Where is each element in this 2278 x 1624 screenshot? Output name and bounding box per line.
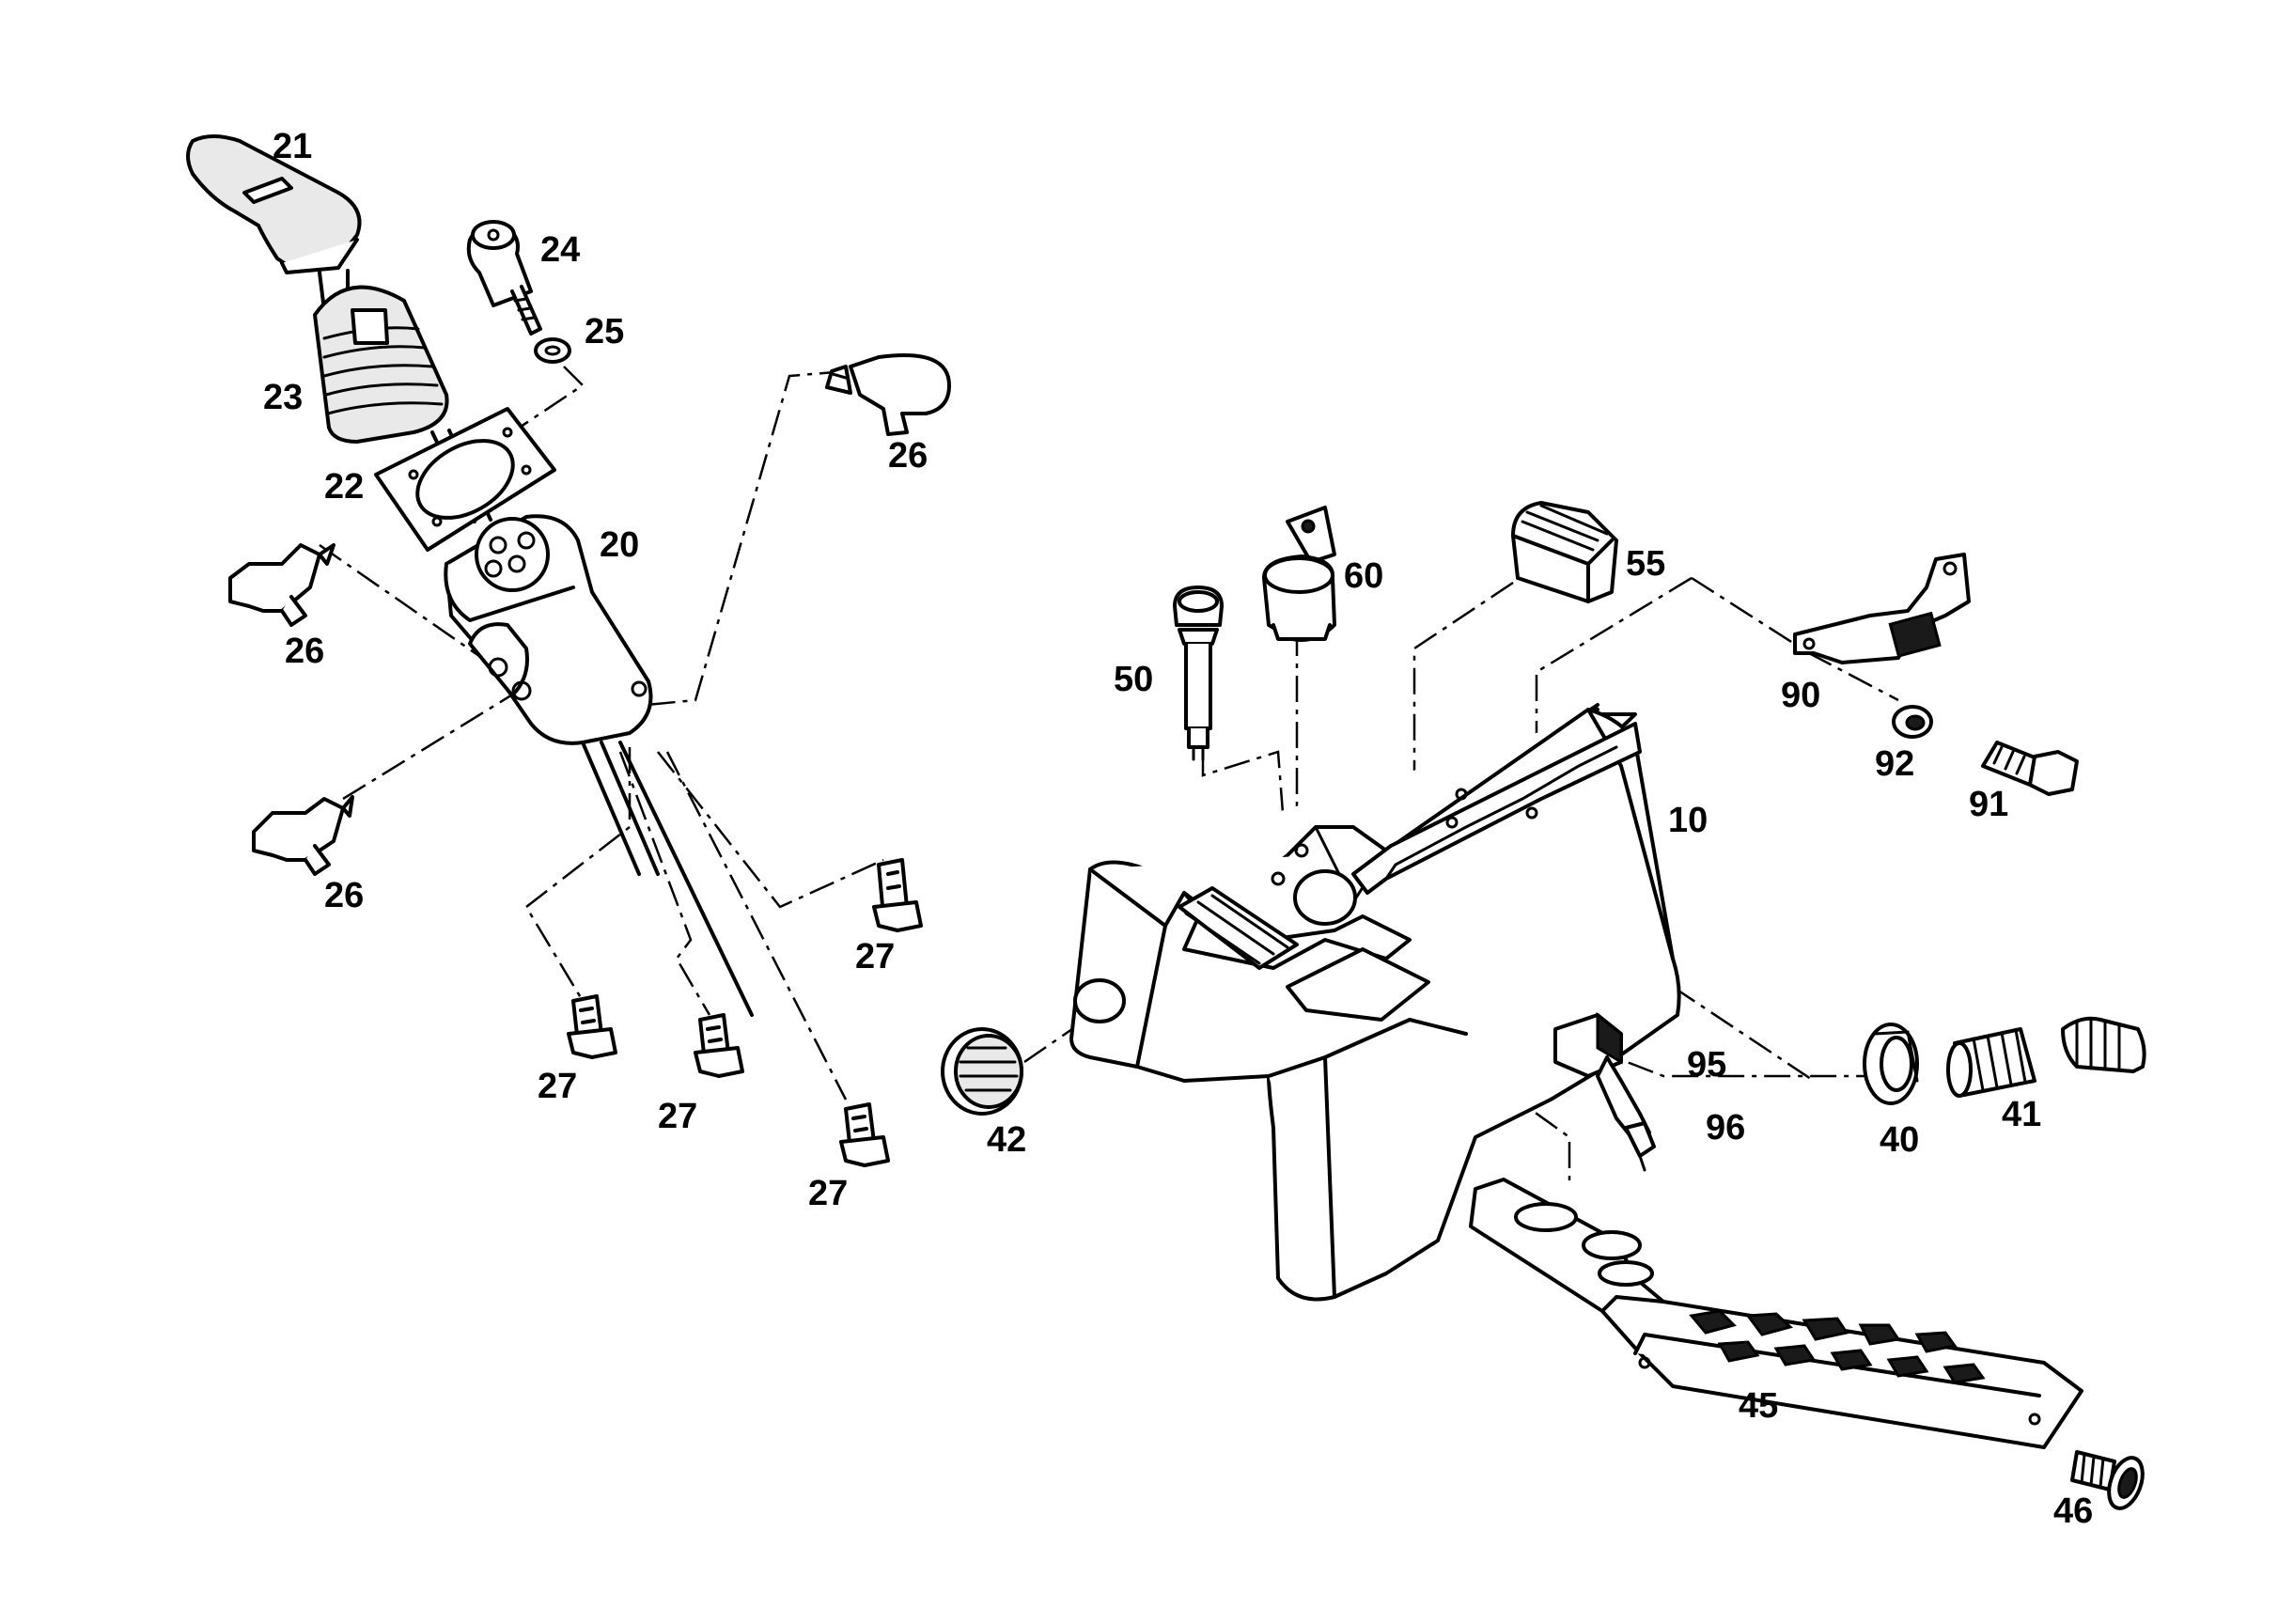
callout-92: 92: [1875, 744, 1914, 784]
callout-45: 45: [1739, 1386, 1778, 1426]
callout-42: 42: [987, 1120, 1026, 1160]
spring-sleeve-icon: [1946, 1027, 2036, 1098]
callout-25: 25: [585, 312, 624, 351]
rubber-boot-icon: [313, 269, 449, 444]
washer-icon: [534, 337, 571, 364]
relay-icon: [1511, 501, 1618, 603]
key-switch-icon: [1262, 506, 1336, 642]
callout-27: 27: [658, 1097, 697, 1136]
callout-26: 26: [888, 436, 928, 476]
callout-50: 50: [1114, 660, 1153, 699]
callout-60: 60: [1344, 556, 1383, 596]
joystick-grip-icon: [186, 134, 362, 274]
screw-icon: [2070, 1450, 2145, 1510]
straight-fitting-icon: [567, 994, 617, 1059]
valve-body-icon: [444, 514, 754, 1017]
callout-23: 23: [263, 378, 303, 417]
spring-icon: [2061, 1016, 2146, 1073]
cover-plate-icon: [1469, 1178, 2083, 1449]
callout-26: 26: [285, 632, 324, 671]
elbow-fitting-icon: [825, 353, 951, 436]
callout-27: 27: [538, 1067, 577, 1106]
console-assembly: [941, 501, 2146, 1510]
elbow-fitting-icon: [228, 543, 335, 627]
callout-41: 41: [2002, 1095, 2041, 1134]
straight-fitting-icon: [839, 1102, 890, 1167]
straight-fitting-icon: [872, 858, 923, 932]
callout-46: 46: [2053, 1491, 2093, 1531]
connector-icon: [1553, 1011, 1656, 1172]
callout-40: 40: [1880, 1120, 1919, 1160]
plug-icon: [941, 1027, 1023, 1116]
console-housing-icon: [1069, 703, 1681, 1302]
callout-96: 96: [1706, 1108, 1745, 1148]
seal-ring-icon: [1863, 1023, 1919, 1105]
mounting-bracket-icon: [1793, 553, 1971, 664]
callout-90: 90: [1781, 676, 1820, 715]
washer-icon: [1892, 705, 1933, 739]
callout-55: 55: [1626, 544, 1665, 584]
callout-21: 21: [273, 127, 312, 166]
joystick-assembly: [186, 134, 951, 1167]
callout-labels: 21 24 25 23 26 22 20 26 26 27 27 27 27 6…: [263, 127, 2093, 1531]
bolt-icon: [466, 220, 542, 336]
elbow-fitting-icon: [252, 795, 354, 876]
callout-27: 27: [855, 937, 895, 976]
callout-26: 26: [324, 876, 364, 915]
straight-fitting-icon: [694, 1013, 744, 1078]
bolt-icon: [1981, 741, 2079, 796]
callout-95: 95: [1687, 1045, 1726, 1085]
callout-20: 20: [600, 525, 639, 565]
push-switch-icon: [1173, 586, 1224, 761]
callout-24: 24: [540, 230, 580, 270]
mounting-plate-icon: [374, 407, 556, 552]
callout-10: 10: [1668, 801, 1708, 840]
callout-27: 27: [808, 1174, 848, 1213]
callout-91: 91: [1969, 785, 2008, 824]
callout-22: 22: [324, 467, 364, 507]
